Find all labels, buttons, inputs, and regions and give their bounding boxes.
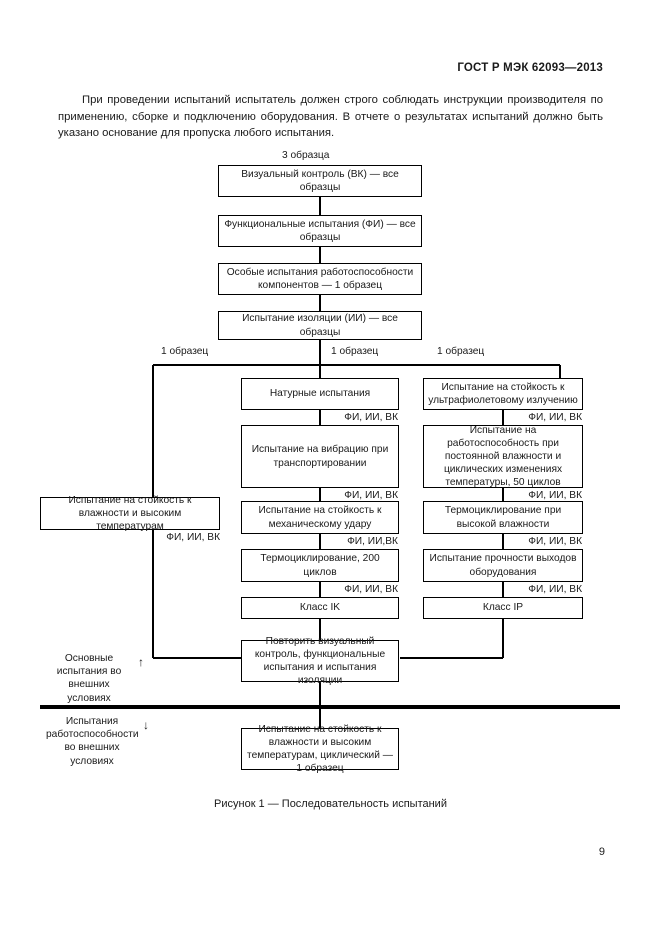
label-results-mechanical-impact: ФИ, ИИ,ВК bbox=[347, 536, 398, 547]
label-one-sample-middle: 1 образец bbox=[331, 346, 379, 357]
zone-label-performance-outdoor-tests: Испытания работоспособности во внешних у… bbox=[46, 716, 139, 767]
node-component-performance: Особые испытания работоспособности компо… bbox=[218, 263, 422, 295]
node-outdoor-exposure: Натурные испытания bbox=[241, 378, 399, 410]
zone-label-main-outdoor-tests: Основные испытания во внешних условиях bbox=[56, 653, 122, 704]
label-results-transport-vibration: ФИ, ИИ, ВК bbox=[344, 490, 398, 501]
node-insulation-test: Испытание изоляции (ИИ) — все образцы bbox=[218, 311, 422, 340]
node-transport-vibration: Испытание на вибрацию при транспортирова… bbox=[241, 425, 399, 488]
node-class-ip: Класс IP bbox=[423, 597, 583, 619]
label-one-sample-left: 1 образец bbox=[161, 346, 209, 357]
label-results-outdoor-exposure: ФИ, ИИ, ВК bbox=[344, 412, 398, 423]
label-results-damp-heat: ФИ, ИИ, ВК bbox=[166, 532, 220, 543]
label-three-samples: 3 образца bbox=[282, 150, 330, 161]
node-humidity-temperature-performance: Испытание на работоспособность при посто… bbox=[423, 425, 583, 488]
node-class-ik: Класс IK bbox=[241, 597, 399, 619]
node-thermal-cycling-200: Термоциклирование, 200 циклов bbox=[241, 549, 399, 582]
node-functional-tests: Функциональные испытания (ФИ) — все обра… bbox=[218, 215, 422, 247]
intro-paragraph: При проведении испытаний испытатель долж… bbox=[58, 94, 603, 139]
node-terminal-strength: Испытание прочности выходов оборудования bbox=[423, 549, 583, 582]
node-mechanical-impact: Испытание на стойкость к механическому у… bbox=[241, 501, 399, 534]
node-cyclic-damp-heat: Испытание на стойкость к влажности и выс… bbox=[241, 724, 399, 774]
standard-code-header: ГОСТ Р МЭК 62093—2013 bbox=[457, 62, 603, 74]
node-uv-resistance: Испытание на стойкость к ультрафиолетово… bbox=[423, 378, 583, 410]
node-repeat-tests: Повторить визуальный контроль, функциона… bbox=[241, 636, 399, 686]
node-visual-inspection: Визуальный контроль (ВК) — все образцы bbox=[218, 165, 422, 197]
label-results-terminal-strength: ФИ, ИИ, ВК bbox=[528, 584, 582, 595]
label-results-humidity-temperature-performance: ФИ, ИИ, ВК bbox=[528, 490, 582, 501]
label-results-thermal-cycling-200: ФИ, ИИ, ВК bbox=[344, 584, 398, 595]
label-results-humid-thermal-cycling: ФИ, ИИ, ВК bbox=[528, 536, 582, 547]
figure-caption: Рисунок 1 — Последовательность испытаний bbox=[214, 798, 447, 810]
page-number: 9 bbox=[598, 846, 605, 858]
label-one-sample-right: 1 образец bbox=[437, 346, 485, 357]
node-damp-heat: Испытание на стойкость к влажности и выс… bbox=[40, 495, 220, 532]
node-humid-thermal-cycling: Термоциклирование при высокой влажности bbox=[423, 501, 583, 534]
down-arrow-icon: ↓ bbox=[143, 718, 149, 732]
label-results-uv-resistance: ФИ, ИИ, ВК bbox=[528, 412, 582, 423]
up-arrow-icon: ↑ bbox=[138, 655, 144, 669]
